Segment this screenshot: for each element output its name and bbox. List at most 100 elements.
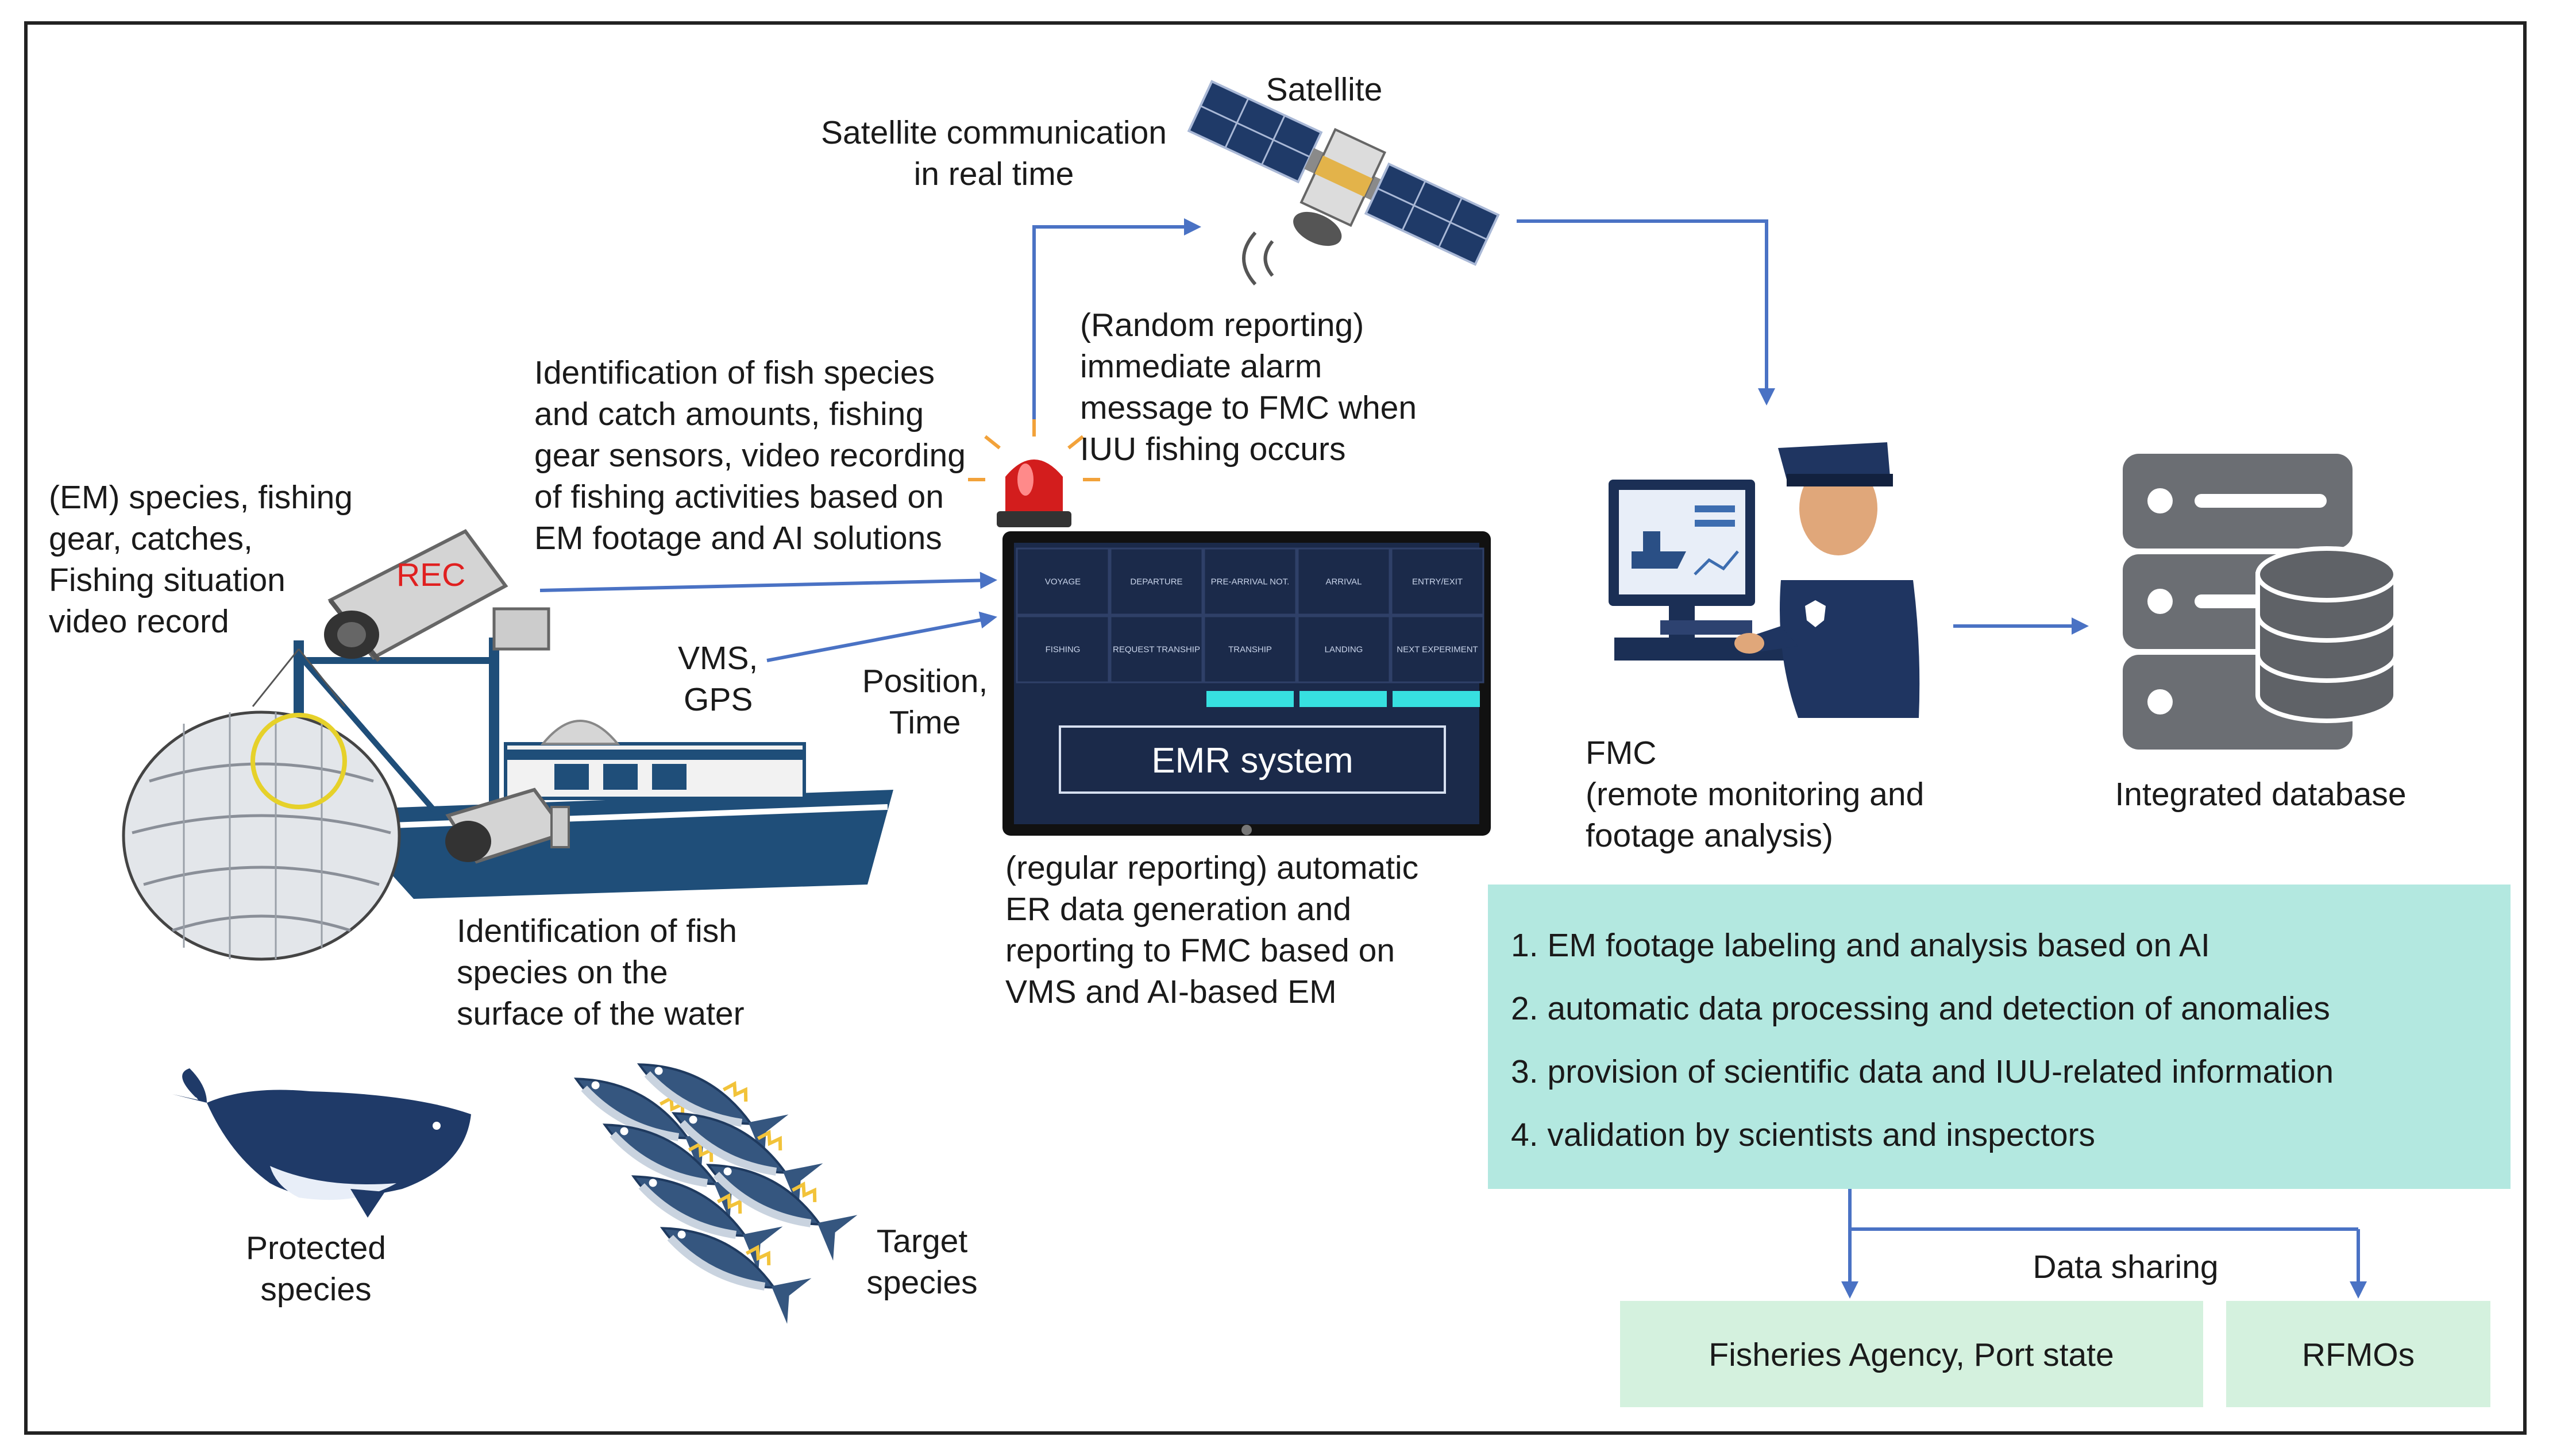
sat-comm-line-2: in real time xyxy=(914,156,1074,192)
step-3: 3. provision of scientific data and IUU-… xyxy=(1511,1053,2334,1090)
fmc-line-1: FMC xyxy=(1586,735,1656,771)
database-icon xyxy=(2123,454,2398,750)
surface-id-line-1: Identification of fish xyxy=(457,913,737,949)
emr-tile xyxy=(1016,547,1110,616)
emr-tile-label: ARRIVAL xyxy=(1325,577,1362,587)
identification-line-1: Identification of fish species xyxy=(534,354,935,391)
random-reporting-line-4: IUU fishing occurs xyxy=(1080,431,1346,468)
regular-reporting-line-2: ER data generation and xyxy=(1005,891,1351,928)
destination-fisheries-agency: Fisheries Agency, Port state xyxy=(1620,1301,2203,1407)
label-em-record: (EM) species, fishing gear, catches, Fis… xyxy=(49,479,353,640)
ship-hull xyxy=(333,790,893,899)
cctv-camera-icon xyxy=(445,787,570,864)
emr-tile-label: LANDING xyxy=(1325,645,1363,655)
identification-line-2: and catch amounts, fishing xyxy=(534,396,924,432)
cctv-camera-icon: REC xyxy=(324,529,550,662)
emr-tile xyxy=(1297,615,1391,683)
random-reporting-line-3: message to FMC when xyxy=(1080,389,1417,426)
sat-comm-line-1: Satellite communication xyxy=(821,114,1167,151)
emr-tile-label: PRE-ARRIVAL NOT. xyxy=(1211,577,1290,587)
arrow-vms-to-emr xyxy=(766,611,997,662)
arrow-satellite-to-fmc xyxy=(1517,219,1775,405)
tuna-fish xyxy=(705,1164,858,1261)
random-reporting-line-2: immediate alarm xyxy=(1080,348,1322,385)
label-sat-comm: Satellite communication in real time xyxy=(821,114,1167,192)
satellite-icon xyxy=(1187,80,1500,267)
emr-tile-label: DEPARTURE xyxy=(1130,577,1182,587)
label-protected: Protected species xyxy=(246,1230,386,1308)
label-satellite: Satellite xyxy=(1266,71,1383,108)
gps-line: GPS xyxy=(684,681,753,718)
label-random-reporting: (Random reporting) immediate alarm messa… xyxy=(1080,307,1417,468)
label-identification: Identification of fish species and catch… xyxy=(534,354,966,557)
emr-title-box xyxy=(1059,725,1446,794)
random-reporting-line-1: (Random reporting) xyxy=(1080,307,1364,343)
emr-tile-label: VOYAGE xyxy=(1045,577,1081,587)
target-line-1: Target xyxy=(877,1223,968,1260)
protected-line-1: Protected xyxy=(246,1230,386,1266)
em-record-line-3: Fishing situation xyxy=(49,562,286,598)
step-2: 2. automatic data processing and detecti… xyxy=(1511,990,2330,1027)
tuna-fish xyxy=(660,1227,812,1324)
step-1: 1. EM footage labeling and analysis base… xyxy=(1511,927,2210,964)
monitor-button-2 xyxy=(1299,691,1387,707)
whale-icon xyxy=(172,1068,471,1218)
surface-id-line-3: surface of the water xyxy=(457,995,745,1032)
tuna-fish xyxy=(671,1112,823,1209)
emr-tile-label: FISHING xyxy=(1046,645,1081,655)
label-regular-reporting: (regular reporting) automatic ER data ge… xyxy=(1005,849,1418,1010)
vms-line: VMS, xyxy=(678,640,758,677)
destination-rfmos: RFMOs xyxy=(2226,1301,2490,1407)
label-surface-id: Identification of fish species on the su… xyxy=(457,913,745,1032)
signal-waves-icon xyxy=(1242,231,1274,285)
emr-tile xyxy=(1109,615,1204,683)
identification-line-4: of fishing activities based on xyxy=(534,478,944,515)
regular-reporting-line-4: VMS and AI-based EM xyxy=(1005,974,1337,1010)
arrows xyxy=(539,218,2367,1299)
emr-tile-label: REQUEST TRANSHIP xyxy=(1113,645,1200,655)
label-target: Target species xyxy=(866,1223,977,1301)
position-line: Position, xyxy=(862,663,988,700)
arrow-camera-to-emr xyxy=(539,571,997,592)
emr-tile xyxy=(1109,547,1204,616)
emr-tile-label: ENTRY/EXIT xyxy=(1412,577,1463,587)
data-sharing-label: Data sharing xyxy=(2033,1249,2218,1285)
emr-monitor: VOYAGE DEPARTURE PRE-ARRIVAL NOT. ARRIVAL EN… xyxy=(1002,531,1491,836)
emr-tile xyxy=(1390,615,1484,683)
rfmos-label: RFMOs xyxy=(2302,1337,2415,1373)
label-vms-gps: VMS, GPS xyxy=(678,640,758,718)
fisheries-agency-box xyxy=(1620,1301,2203,1407)
emr-tile xyxy=(1016,615,1110,683)
monitor-button-1 xyxy=(1206,691,1294,707)
steps-panel: 1. EM footage labeling and analysis base… xyxy=(1488,885,2511,1189)
surface-id-line-2: species on the xyxy=(457,954,668,991)
tuna-fish xyxy=(631,1175,783,1272)
label-position-time: Position, Time xyxy=(862,663,988,741)
emr-tile xyxy=(1390,547,1484,616)
fish-highlight-circle xyxy=(250,713,347,809)
emr-tile-label: NEXT EXPERIMENT xyxy=(1397,645,1478,655)
identification-line-5: EM footage and AI solutions xyxy=(534,520,942,557)
monitor-button-3 xyxy=(1393,691,1480,707)
emr-tile xyxy=(1203,547,1297,616)
integrated-db-label: Integrated database xyxy=(2115,776,2406,813)
fmc-line-3: footage analysis) xyxy=(1586,817,1833,854)
regular-reporting-line-1: (regular reporting) automatic xyxy=(1005,849,1418,886)
step-4: 4. validation by scientists and inspecto… xyxy=(1511,1117,2095,1153)
satellite-label: Satellite xyxy=(1266,71,1383,108)
identification-line-3: gear sensors, video recording xyxy=(534,437,966,474)
label-fmc: FMC (remote monitoring and footage analy… xyxy=(1586,735,1924,854)
em-record-line-2: gear, catches, xyxy=(49,520,253,557)
regular-reporting-line-3: reporting to FMC based on xyxy=(1005,932,1395,969)
emr-tile xyxy=(1203,615,1297,683)
protected-line-2: species xyxy=(260,1271,371,1308)
arrow-alarm-to-satellite xyxy=(1032,218,1201,422)
emr-tile xyxy=(1297,547,1391,616)
fmc-line-2: (remote monitoring and xyxy=(1586,776,1924,813)
em-record-line-1: (EM) species, fishing xyxy=(49,479,353,516)
steps-box xyxy=(1488,885,2511,1189)
officer-icon xyxy=(1609,442,1920,718)
emr-title: EMR system xyxy=(1151,741,1353,781)
target-line-2: species xyxy=(866,1264,977,1301)
